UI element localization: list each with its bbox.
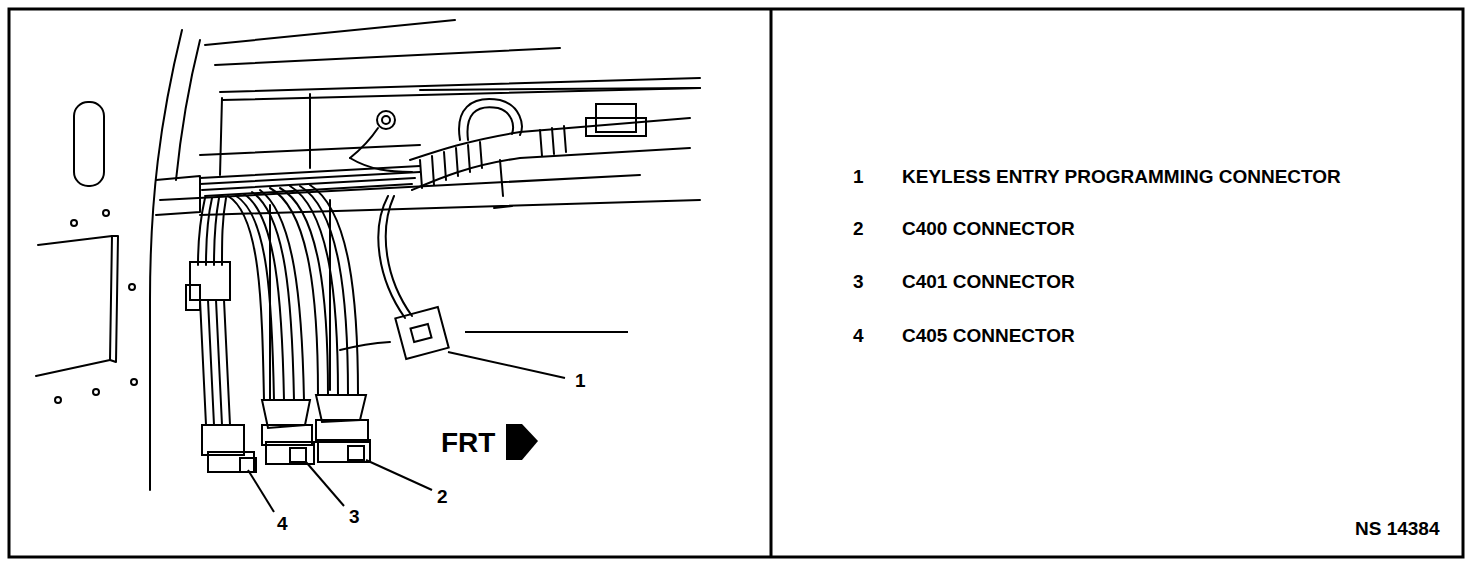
callout-number: 3 [349, 507, 360, 528]
callout-number: 2 [437, 487, 448, 508]
panel-divider [770, 9, 773, 557]
front-arrow [506, 424, 538, 460]
part-name: KEYLESS ENTRY PROGRAMMING CONNECTOR [902, 167, 1341, 188]
frame [9, 9, 1463, 557]
legend-number: 3 [853, 272, 864, 293]
wire-harness [186, 99, 690, 472]
legend-number: 1 [853, 167, 864, 188]
leader-lines [248, 332, 628, 512]
callout-number: 4 [277, 514, 288, 535]
part-name: C401 CONNECTOR [902, 272, 1075, 293]
part-name: C400 CONNECTOR [902, 219, 1075, 240]
legend-number: 2 [853, 219, 864, 240]
figure-number: NS 14384 [1355, 519, 1440, 540]
part-name: C405 CONNECTOR [902, 326, 1075, 347]
callout-number: 1 [575, 371, 586, 392]
direction-label: FRT [441, 428, 495, 459]
body-structure [36, 20, 700, 490]
legend-number: 4 [853, 326, 864, 347]
